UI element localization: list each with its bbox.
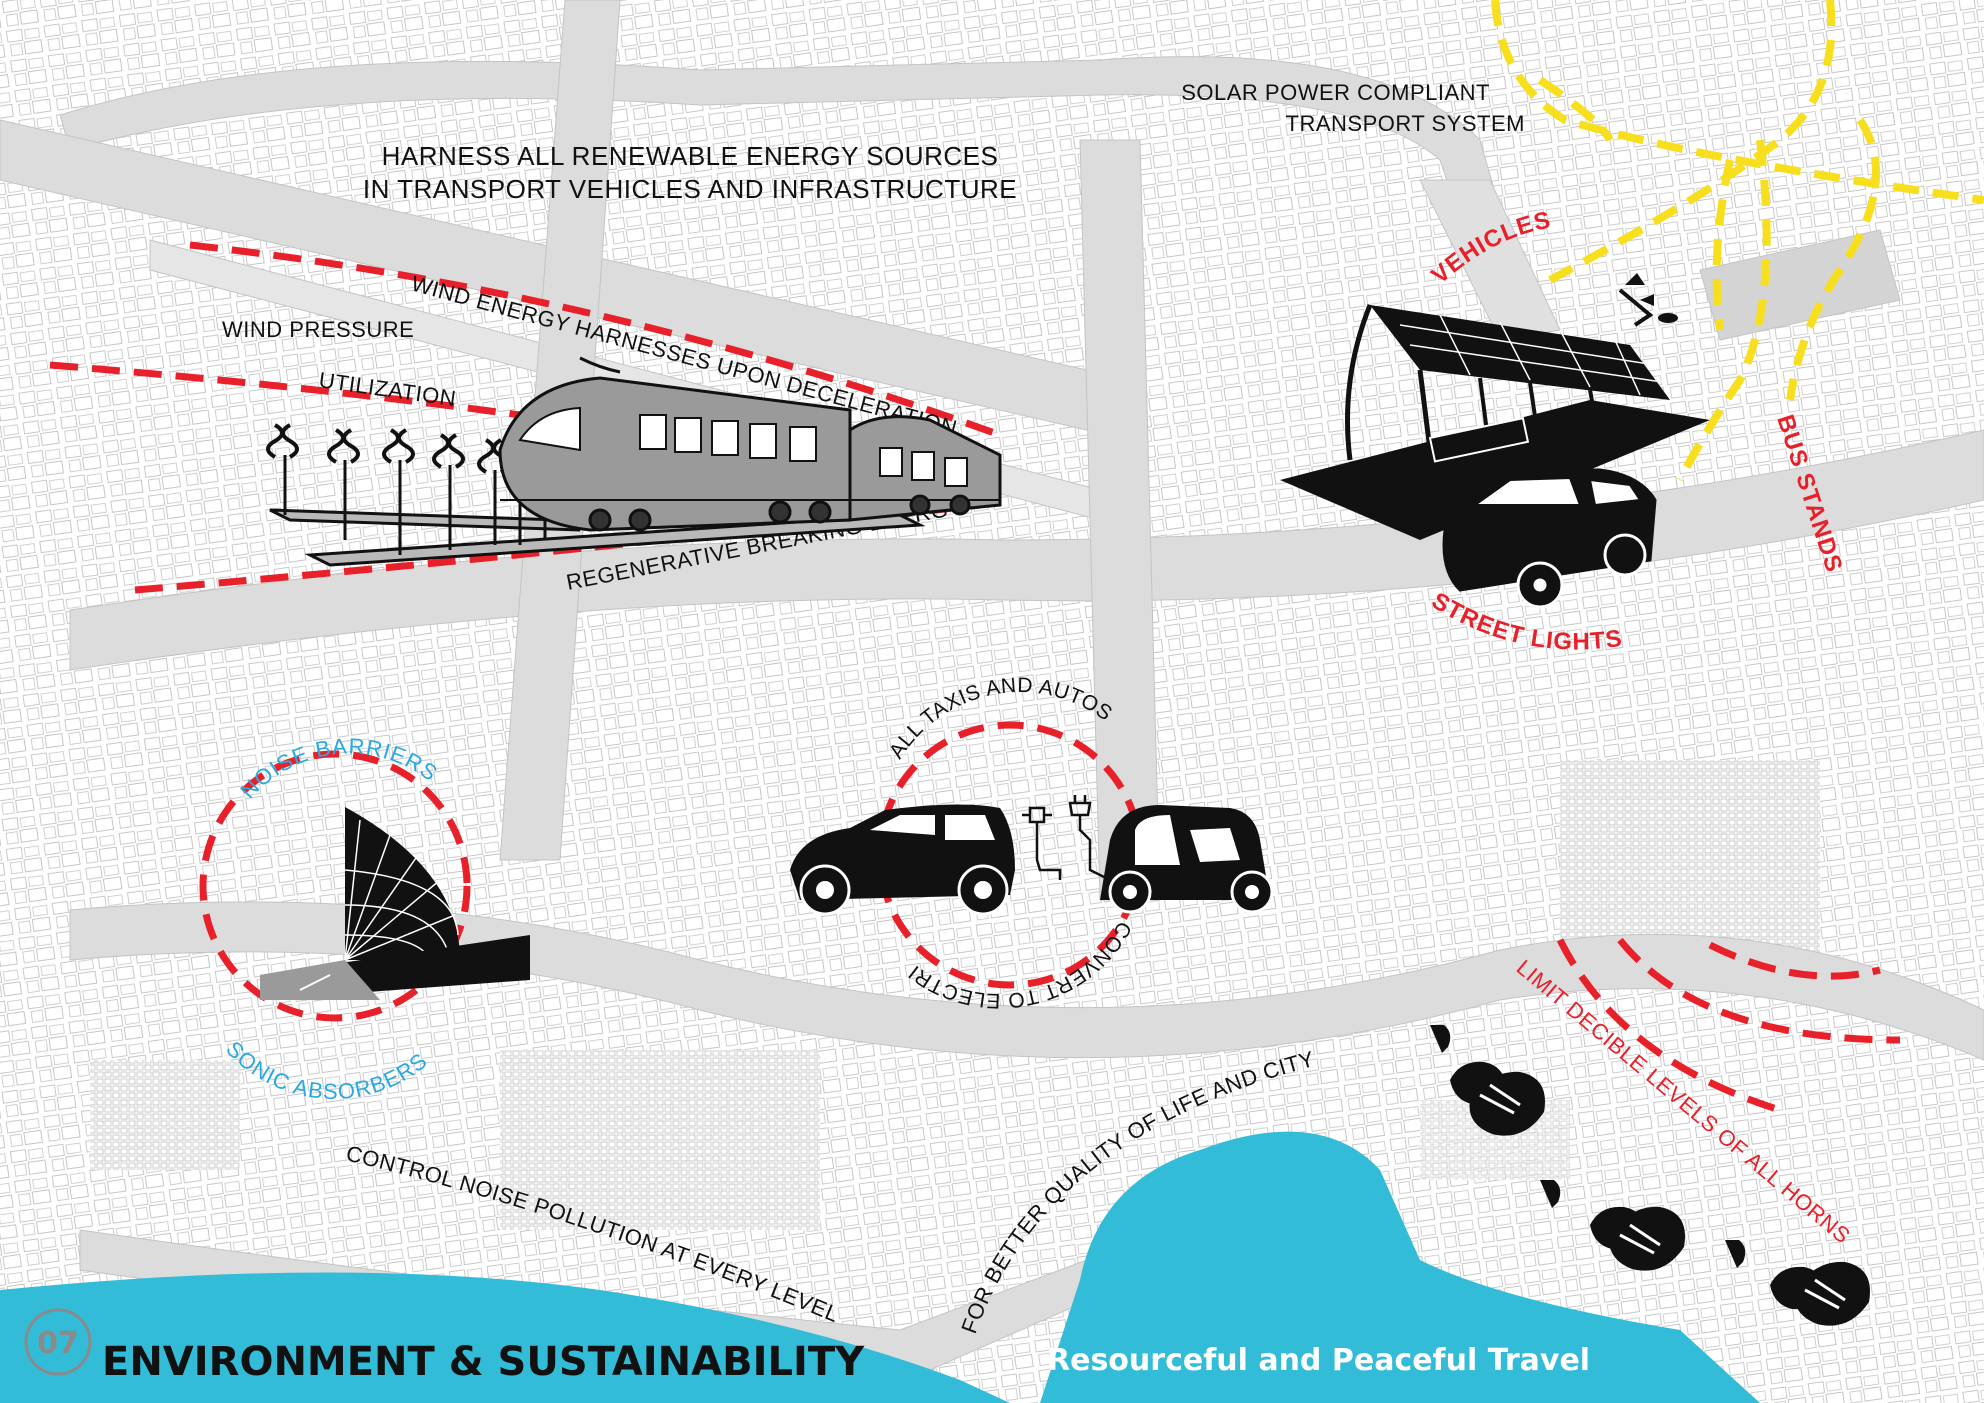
noise-barrier-icon <box>260 807 530 1000</box>
page-subtitle: Resourceful and Peaceful Travel <box>1047 1343 1590 1378</box>
section-number: 07 <box>37 1326 79 1361</box>
dense-settlement <box>500 1050 820 1230</box>
car-icon <box>1442 468 1657 609</box>
horn-icon <box>1430 1025 1545 1136</box>
section-number-badge <box>24 1308 92 1376</box>
solar-station-icon <box>1280 273 1710 540</box>
car-icon <box>1100 805 1274 914</box>
footer: 07 ENVIRONMENT & SUSTAINABILITY Resource… <box>24 1308 1590 1385</box>
dense-settlement <box>90 1060 240 1170</box>
red-guide-lines <box>49 241 1901 1114</box>
plug-icon <box>1022 795 1111 882</box>
horn-icon <box>1725 1240 1870 1326</box>
solar-route-lines <box>1491 0 1984 482</box>
wind-pressure-line-1: WIND PRESSURE <box>222 317 414 342</box>
horn-icon <box>1540 1180 1685 1271</box>
sea <box>0 1131 1760 1403</box>
header-line-2: IN TRANSPORT VEHICLES AND INFRASTRUCTURE <box>363 174 1017 204</box>
page-title: ENVIRONMENT & SUSTAINABILITY <box>102 1339 865 1385</box>
train-icon <box>498 356 1002 532</box>
car-icon <box>790 804 1015 916</box>
header-line-1: HARNESS ALL RENEWABLE ENERGY SOURCES <box>382 141 999 171</box>
roads <box>0 0 1984 1371</box>
noise-circle <box>199 750 471 1022</box>
solar-title-line-1: SOLAR POWER COMPLIANT <box>1181 80 1490 105</box>
solar-title-line-2: TRANSPORT SYSTEM <box>1286 111 1525 136</box>
